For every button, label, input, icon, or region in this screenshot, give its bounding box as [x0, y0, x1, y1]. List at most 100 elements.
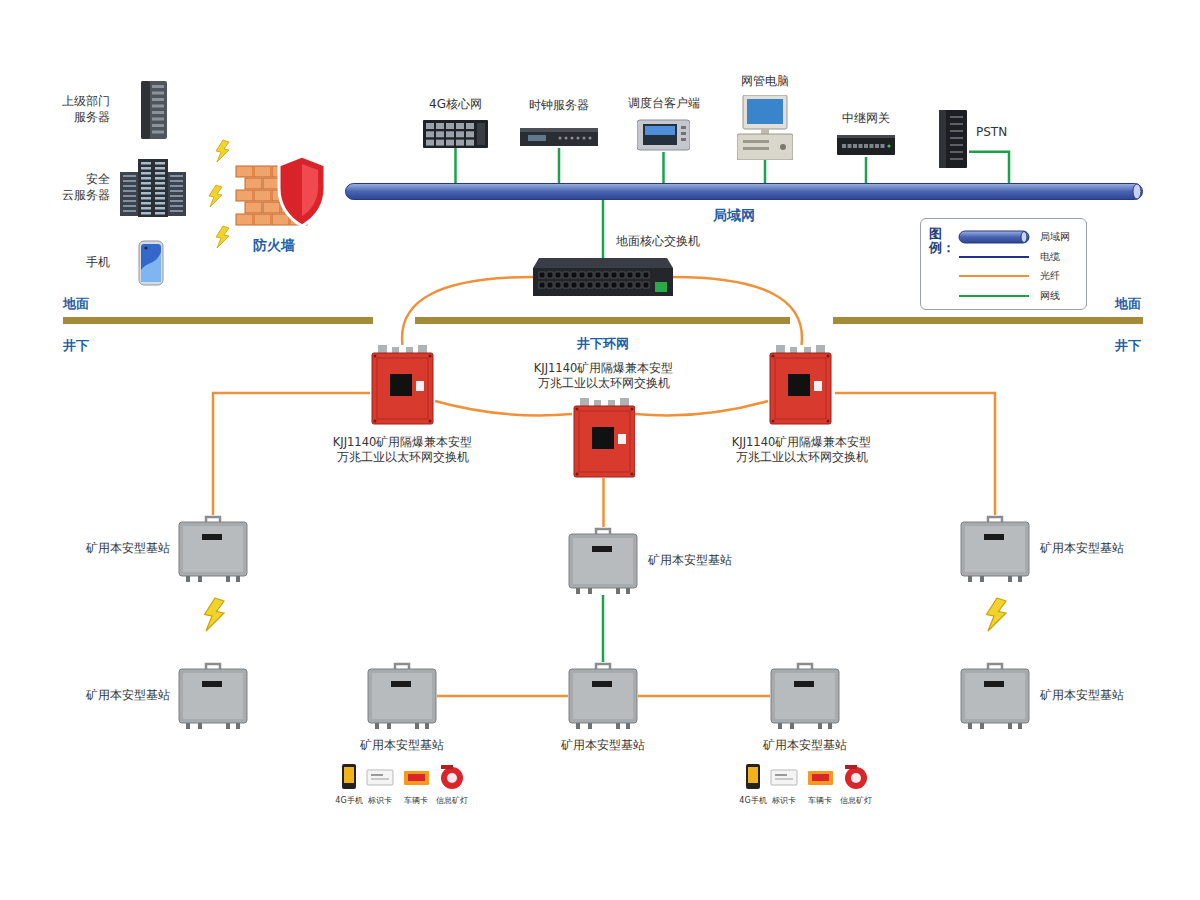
terminal-label: 4G手机	[335, 796, 362, 806]
base-station-icon-shape-part	[961, 669, 1029, 723]
ground-line	[63, 317, 1143, 324]
core-network-icon-shape-part	[466, 123, 474, 129]
pstn-icon-shape-part	[950, 137, 963, 139]
core-network-icon-shape-part	[446, 140, 454, 146]
legend-title: 图例：	[929, 227, 942, 256]
base-station-icon-shape-part	[186, 723, 190, 729]
clock-server-icon-shape-part	[559, 137, 562, 140]
wireless-bolt-part	[209, 185, 222, 207]
ring-switch-icon-shape	[370, 345, 435, 425]
pc-icon-shape-part	[743, 140, 769, 143]
ring-switch-icon: KJJ1140矿用隔爆兼本安型 万兆工业以太环网交换机	[572, 398, 635, 478]
phone-icon-shape-part	[141, 252, 161, 282]
node-label: 矿用本安型基站	[1040, 541, 1124, 557]
base-station-icon: 矿用本安型基站	[960, 515, 1030, 583]
core-switch-icon-shape-part	[579, 272, 585, 278]
base-station-icon-shape-part	[415, 723, 419, 729]
base-station-icon-shape-part	[202, 534, 222, 540]
core-switch-icon-shape-part	[533, 258, 673, 268]
cloud-server-icon-shape-part	[141, 182, 151, 185]
dispatch-console-icon-shape-part	[681, 126, 686, 129]
server-icon-shape	[138, 80, 170, 140]
base-station-icon-shape-part	[592, 681, 612, 687]
ring-switch-icon-shape-part	[429, 355, 432, 358]
node-label: 矿用本安型基站	[648, 553, 732, 569]
terminal-icons-part	[342, 764, 356, 789]
node-label: PSTN	[976, 125, 1007, 141]
base-station-icon-shape-part	[1018, 576, 1022, 582]
ring-switch-icon-shape-part	[374, 420, 377, 423]
terminal-icons-part	[371, 774, 383, 776]
core-switch-icon-shape-part	[533, 268, 673, 296]
ground-line-part	[833, 317, 1143, 324]
cloud-server-icon-shape-part	[155, 202, 165, 205]
area-label: 井下	[1115, 338, 1141, 355]
firewall-icon-shape-part	[245, 202, 262, 213]
server-icon-shape-part	[152, 111, 164, 114]
base-station-icon-shape-part	[965, 673, 1025, 719]
base-station-icon-shape-part	[984, 681, 1004, 687]
cloud-server-icon-shape-part	[170, 195, 183, 197]
dispatch-console-icon-shape-part	[643, 124, 677, 145]
base-station-icon: 矿用本安型基站	[568, 662, 638, 730]
base-station-icon-shape-part	[984, 534, 1004, 540]
connector	[673, 277, 802, 345]
base-station-icon-shape	[770, 662, 840, 730]
cloud-server-icon-shape-part	[123, 195, 136, 197]
core-network-icon-shape	[423, 120, 488, 148]
firewall-icon-shape-part	[236, 190, 253, 201]
firewall-icon-shape-part	[254, 214, 271, 225]
base-station-icon-shape-part	[368, 669, 436, 723]
cloud-server-icon-shape-part	[123, 180, 136, 182]
core-switch-icon-shape-part	[643, 282, 649, 288]
node-label: KJJ1140矿用隔爆兼本安型 万兆工业以太环网交换机	[315, 435, 490, 465]
server-icon-shape-part	[152, 131, 164, 134]
pstn-icon-shape-part	[950, 144, 963, 146]
terminal-icons	[746, 764, 867, 789]
ring-switch-icon-shape-part	[772, 420, 775, 423]
lan-band-shape-part	[346, 184, 1143, 200]
base-station-icon-shape-part	[425, 723, 429, 729]
base-station-icon-shape	[367, 662, 437, 730]
pc-icon-shape	[737, 95, 793, 160]
gateway-icon-shape-part	[853, 144, 857, 148]
cloud-server-icon-shape-part	[170, 185, 183, 187]
cloud-server-icon-shape-part	[170, 200, 183, 202]
core-network-icon-shape-part	[426, 131, 434, 137]
cloud-server-icon-shape-part	[141, 177, 151, 180]
base-station-icon-shape-part	[961, 522, 1029, 576]
server-icon-shape-part	[152, 98, 164, 101]
firewall-icon-shape-part	[254, 166, 271, 177]
legend-sample-part	[959, 256, 1029, 258]
base-station-icon-shape-part	[588, 723, 592, 729]
ring-switch-icon-shape-part	[574, 406, 635, 477]
pstn-icon-shape-part	[950, 130, 963, 132]
terminal-label: 车辆卡	[808, 796, 832, 806]
terminal-icons	[342, 764, 463, 789]
base-station-icon-shape	[178, 515, 248, 583]
server-icon-shape-part	[152, 85, 164, 88]
base-station-icon-shape-part	[179, 522, 247, 576]
connector	[969, 152, 1009, 183]
clock-server-icon-shape-part	[520, 128, 598, 132]
base-station-icon-shape-part	[1008, 723, 1012, 729]
base-station-icon-shape-part	[372, 673, 432, 719]
core-switch-icon-shape-part	[603, 272, 609, 278]
ring-switch-icon-shape-part	[576, 408, 579, 411]
node-label: 调度台客户端	[628, 96, 700, 112]
core-switch-icon-shape-part	[571, 282, 577, 288]
core-network-icon-shape-part	[436, 131, 444, 137]
base-station-icon-shape	[178, 662, 248, 730]
base-station-icon-shape-part	[616, 723, 620, 729]
core-switch-icon-shape-part	[563, 282, 569, 288]
lan-band-shape	[345, 183, 1143, 200]
base-station-icon-shape-part	[391, 681, 411, 687]
base-station-icon-shape-part	[573, 673, 633, 719]
ring-switch-icon-shape-part	[374, 355, 377, 358]
lan-band-shape-part	[1133, 184, 1141, 199]
base-station-icon-shape-part	[778, 723, 782, 729]
phone-icon-shape-part	[141, 244, 161, 282]
core-switch-icon-shape-part	[619, 272, 625, 278]
connector	[602, 595, 605, 662]
area-label: 井下	[63, 338, 89, 355]
